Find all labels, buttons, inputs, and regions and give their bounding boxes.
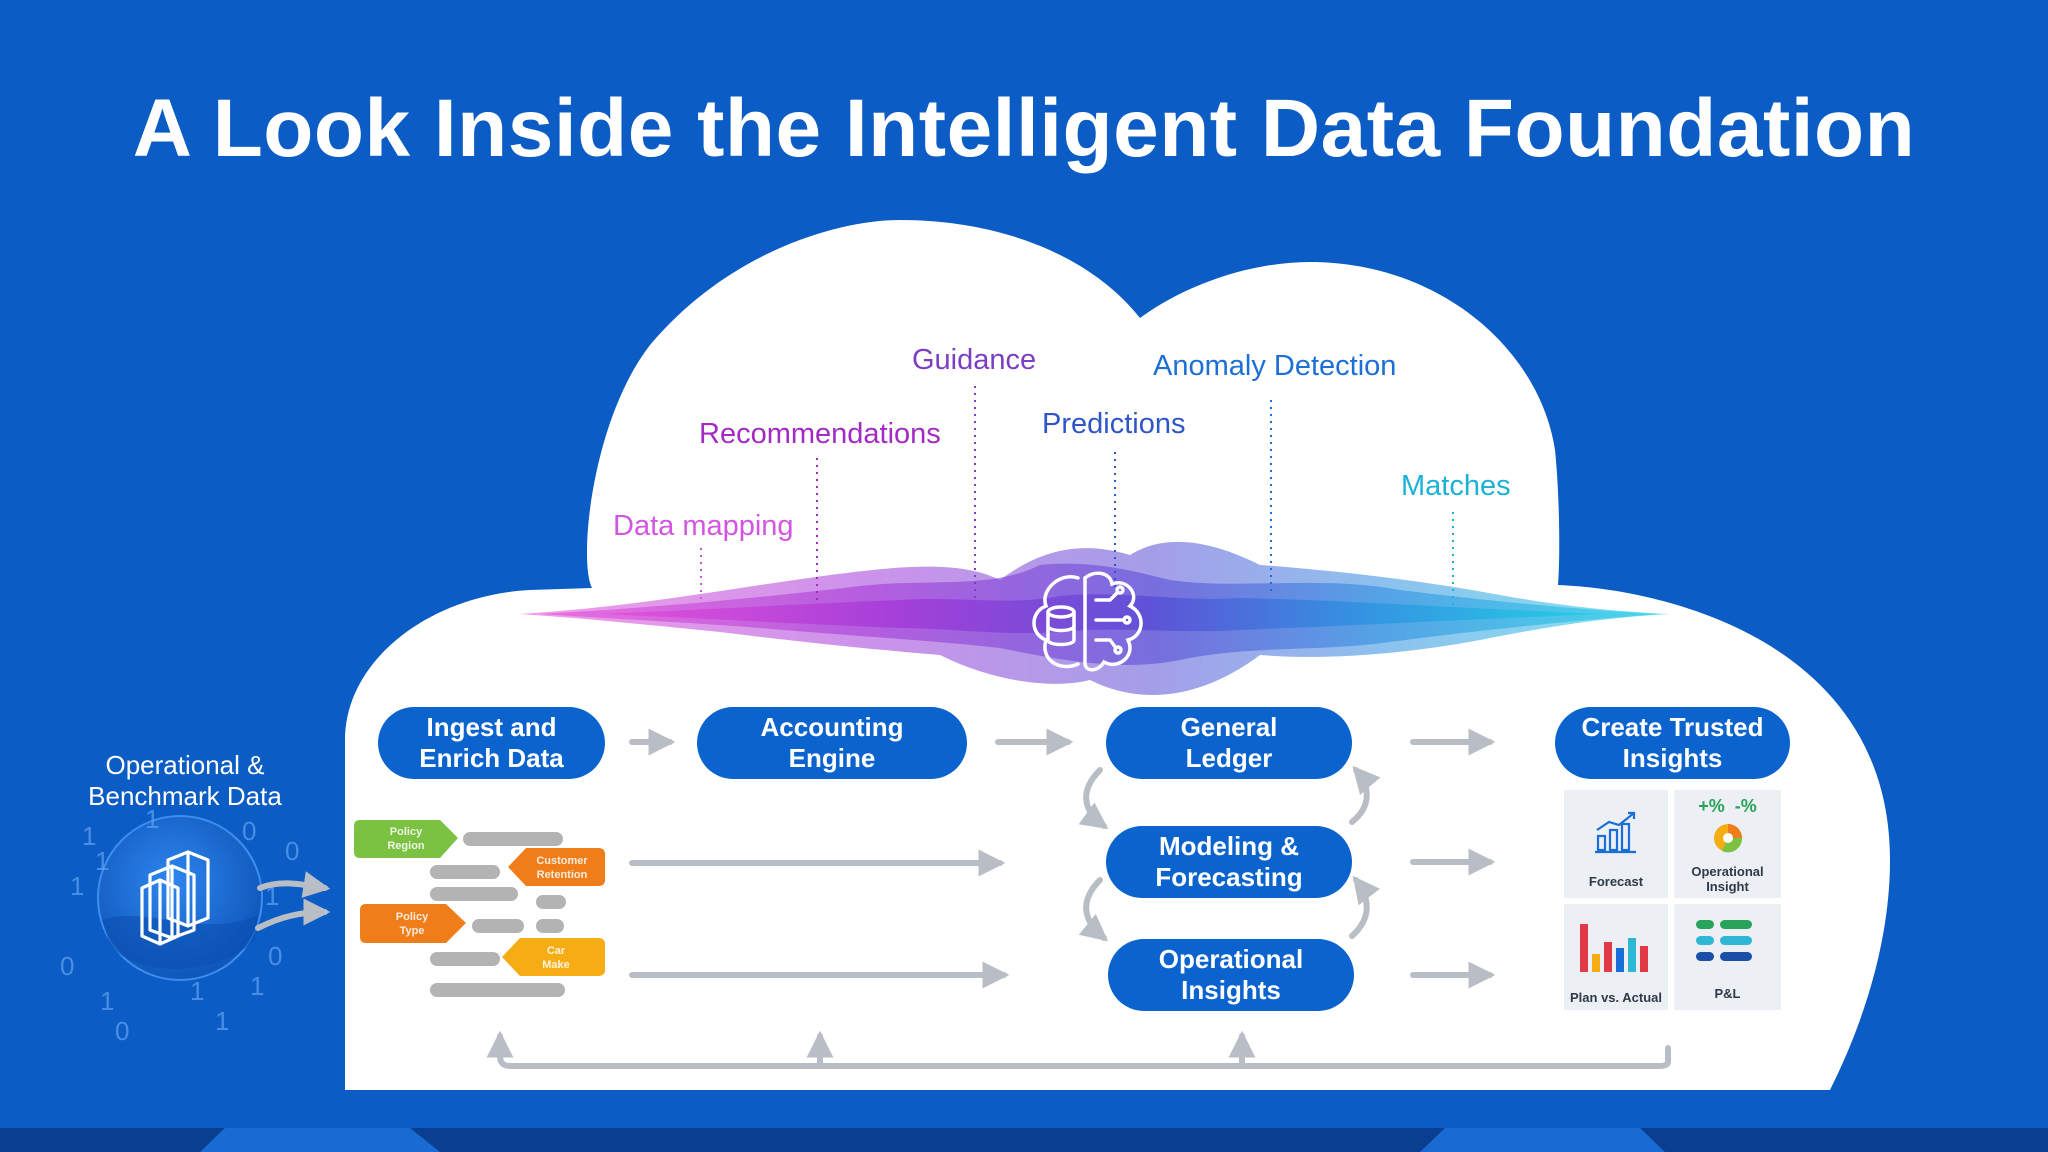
tile-pl: P&L [1674,904,1781,1010]
percent-pie-icon [1714,824,1743,853]
tile-operational-insight-label: Operational Insight [1691,864,1764,894]
binary-digit: 1 [70,871,84,901]
tile-forecast: Forecast [1564,790,1668,898]
tile-forecast-label: Forecast [1588,874,1644,889]
source-label: Operational & Benchmark Data [88,750,282,811]
tag-car-make-text-2: Make [542,959,570,971]
slide-title: A Look Inside the Intelligent Data Found… [132,83,1916,174]
stage-accounting-engine: Accounting Engine [697,707,967,779]
tag-customer-retention-text: Customer [536,855,588,867]
term-anomaly-detection: Anomaly Detection [1153,350,1397,382]
tile-operational-insight: +% -% Operational Insight [1674,790,1781,898]
list-icon [1696,920,1752,961]
stage-ingest-enrich: Ingest and Enrich Data [378,707,605,779]
tile-plan-vs-actual-label: Plan vs. Actual [1570,990,1662,1005]
buildings-icon [140,850,210,946]
bar-chart-icon [1580,924,1648,972]
binary-digit: 1 [250,971,264,1001]
binary-digit: 1 [100,986,114,1016]
tag-policy-region [354,820,458,858]
ai-brain-database-icon [1032,571,1143,672]
term-leaders [700,386,1454,606]
tile-pl-label: P&L [1714,986,1741,1001]
binary-digit: 1 [190,976,204,1006]
term-guidance: Guidance [912,344,1037,376]
tag-policy-type-text: Policy [396,911,429,923]
ai-wave [520,541,1670,695]
tag-policy-region-text-2: Region [387,840,425,852]
bottom-strip-accent [200,1128,1665,1152]
binary-digit: 0 [242,816,256,846]
stage-general-ledger: General Ledger [1106,707,1352,779]
binary-digit: 1 [265,881,279,911]
binary-digit: 1 [215,1006,229,1036]
term-predictions: Predictions [1042,408,1186,440]
tag-policy-region-text: Policy [390,826,423,838]
stage-operational-insights: Operational Insights [1108,939,1354,1011]
tag-policy-type-text-2: Type [400,925,425,937]
binary-digit: 0 [60,951,74,981]
tag-customer-retention-text-2: Retention [537,869,588,881]
tile-plan-vs-actual: Plan vs. Actual [1564,904,1668,1010]
binary-digit: 1 [95,846,109,876]
term-data-mapping: Data mapping [613,510,794,542]
binary-digit: 0 [268,941,282,971]
binary-digit: 0 [285,836,299,866]
source-globe [97,815,263,981]
tag-customer-retention [508,848,605,886]
trend-chart-icon [1595,811,1636,854]
flow-arrows [255,728,1671,1069]
tag-car-make-text: Car [547,945,566,957]
stage-create-trusted-insights: Create Trusted Insights [1555,707,1790,779]
stage-modeling-forecasting: Modeling & Forecasting [1106,826,1352,898]
tag-car-make [502,938,605,976]
term-matches: Matches [1401,470,1511,502]
percent-badge: +% -% [1698,796,1757,816]
data-mapping-graphic: Policy Region Customer Retention Policy … [354,820,605,997]
binary-digit: 1 [145,804,159,834]
binary-digit: 1 [82,821,96,851]
term-recommendations: Recommendations [699,418,941,450]
binary-digit: 0 [115,1016,129,1046]
tag-policy-type [360,904,466,943]
